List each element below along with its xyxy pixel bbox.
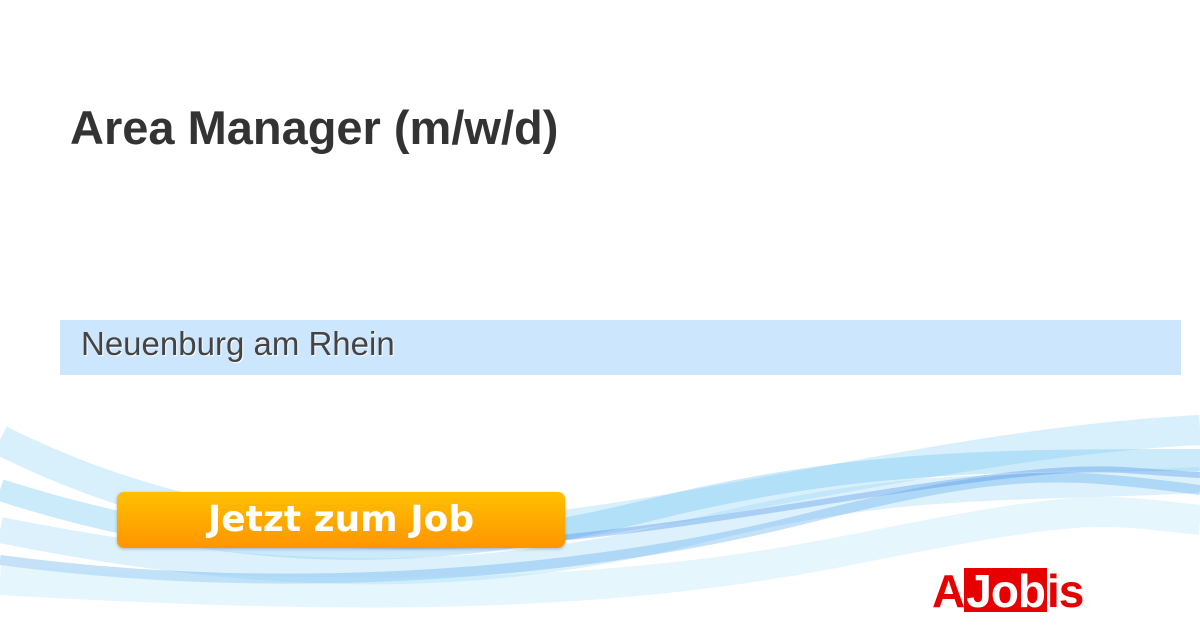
location-bar: Neuenburg am Rhein — [60, 320, 1181, 375]
ajobis-logo[interactable]: AJobis — [932, 565, 1084, 617]
logo-end: is — [1047, 565, 1084, 617]
apply-button[interactable]: Jetzt zum Job — [117, 492, 565, 548]
logo-box: Job — [964, 565, 1048, 617]
logo-letter-a: A — [932, 565, 965, 617]
job-location: Neuenburg am Rhein — [81, 325, 395, 362]
job-title: Area Manager (m/w/d) — [70, 101, 559, 154]
